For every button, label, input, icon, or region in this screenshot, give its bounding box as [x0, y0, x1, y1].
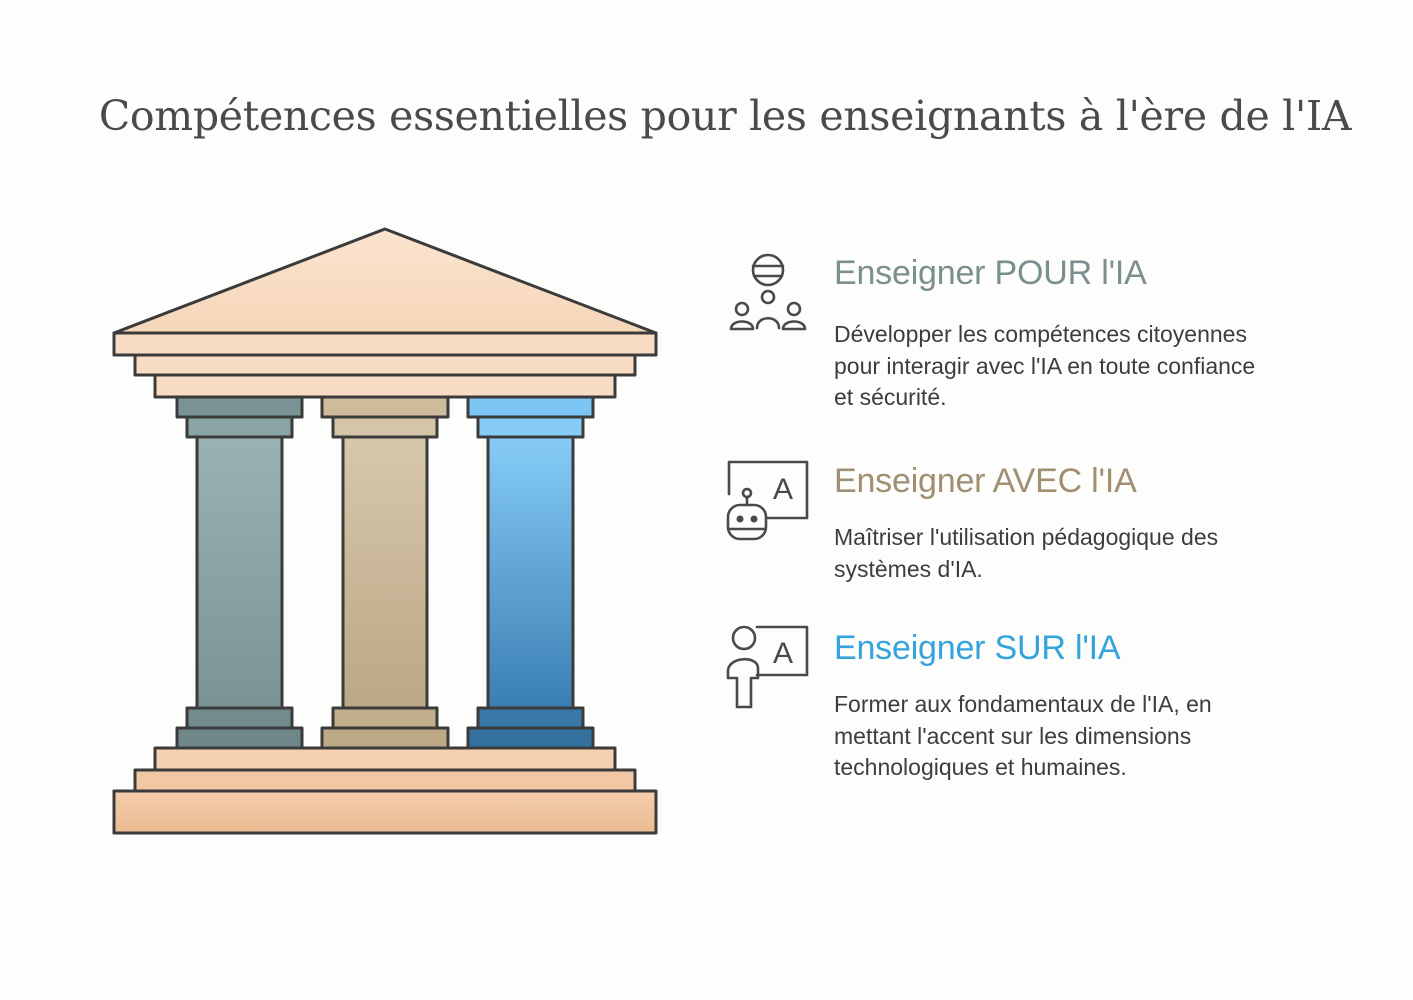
pillar-avec [320, 395, 450, 750]
page-title: Compétences essentielles pour les enseig… [98, 92, 1352, 140]
item-description-pour: Développer les compétences citoyennes po… [834, 321, 1256, 410]
item-heading-sur: Enseigner SUR l'IA [834, 629, 1121, 668]
temple-roof-slab [112, 331, 658, 357]
temple-entablature-1 [133, 353, 637, 377]
temple-entablature-2 [153, 373, 617, 399]
temple-step-2 [133, 768, 637, 793]
item-description-avec: Maîtriser l'utilisation pédagogique des … [834, 524, 1219, 582]
svg-text:A: A [773, 637, 793, 670]
pillar-pour [175, 395, 304, 750]
robot-board-icon: A [726, 460, 809, 541]
item-heading-sur-text: Enseigner SUR l'IA [834, 629, 1121, 667]
item-description-sur: Former aux fondamentaux de l'IA, en mett… [834, 691, 1212, 780]
teacher-board-icon: A [726, 625, 809, 709]
item-heading-avec-text: Enseigner AVEC l'IA [834, 462, 1137, 500]
svg-text:A: A [773, 473, 793, 506]
item-heading-avec: Enseigner AVEC l'IA [834, 462, 1137, 501]
item-heading-pour-text: Enseigner POUR l'IA [834, 254, 1147, 292]
temple-step-1 [153, 746, 617, 772]
temple-step-3 [112, 789, 658, 835]
temple-diagram [112, 227, 658, 835]
temple-pediment [112, 227, 658, 335]
item-heading-pour: Enseigner POUR l'IA [834, 254, 1147, 293]
group-leader-icon [729, 253, 807, 331]
pillar-sur [466, 395, 595, 750]
